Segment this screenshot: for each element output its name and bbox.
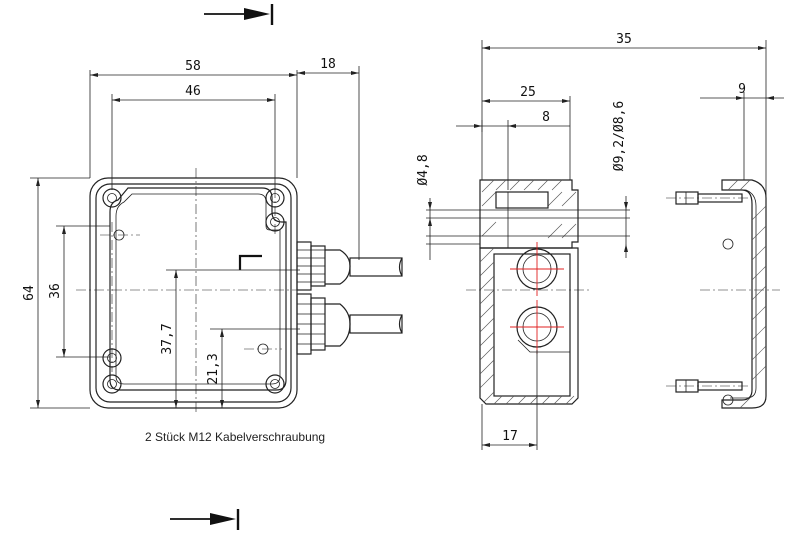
dim-bore-large: Ø9,2/Ø8,6	[612, 101, 627, 171]
l-mark	[238, 254, 262, 270]
hatch-bottom-wall	[493, 395, 575, 405]
dim-35: 35	[616, 32, 632, 47]
hatch-left-wall	[479, 247, 495, 403]
section-arrow-top	[204, 4, 274, 25]
dim-8: 8	[542, 110, 550, 125]
corner-screw-bl2	[102, 374, 122, 394]
dim-25: 25	[520, 85, 536, 100]
housing-inner-rim	[95, 183, 292, 403]
dim-58: 58	[185, 59, 201, 74]
dim-36: 36	[48, 283, 63, 299]
side-section-view: 35 25 8 Ø4,8 Ø9,2/Ø8,6 17	[416, 32, 767, 450]
section-arrow-bottom	[170, 509, 240, 530]
dim-37-7: 37,7	[160, 323, 175, 354]
lid-section-view: 9	[666, 82, 784, 409]
dim-46: 46	[185, 84, 201, 99]
corner-screw-br	[265, 374, 285, 394]
hatch-top-band	[481, 179, 577, 239]
lid-hatch	[727, 179, 767, 409]
dim-17: 17	[502, 429, 518, 444]
dim-18: 18	[320, 57, 336, 72]
front-view: 58 46 18 64 36 37,7	[22, 57, 403, 412]
cable-gland-upper	[296, 241, 403, 291]
lid-seal-top	[722, 238, 734, 250]
dim-64: 64	[22, 285, 37, 301]
gland-hole-lower	[510, 300, 564, 354]
dim-9: 9	[738, 82, 746, 97]
caption: 2 Stück M12 Kabelverschraubung	[145, 430, 325, 444]
cable-gland-lower	[296, 293, 403, 355]
dim-21-3: 21,3	[206, 353, 221, 384]
dim-bore-small: Ø4,8	[416, 154, 431, 185]
lid-seal-bottom	[722, 394, 734, 406]
gland-hole-upper	[510, 242, 564, 296]
housing-outline	[89, 177, 298, 409]
lid-outline	[109, 187, 287, 391]
